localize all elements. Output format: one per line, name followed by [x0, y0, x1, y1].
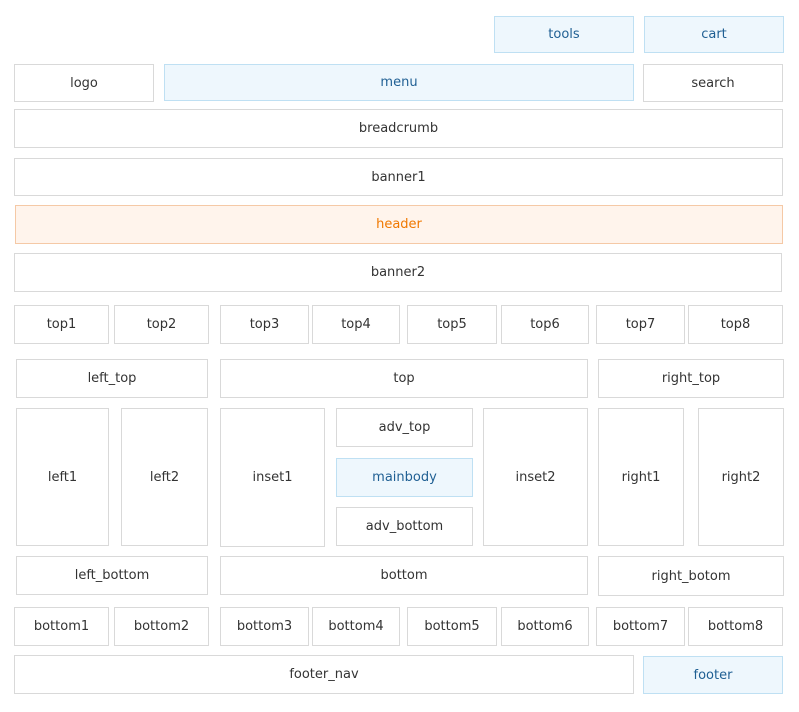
- position-label: right_top: [661, 371, 721, 386]
- position-label: breadcrumb: [358, 121, 439, 136]
- position-right1: right1: [598, 408, 684, 546]
- position-label: banner2: [370, 265, 426, 280]
- position-label: bottom5: [424, 619, 480, 634]
- position-label: bottom6: [517, 619, 573, 634]
- position-left-top: left_top: [16, 359, 208, 398]
- position-search: search: [643, 64, 783, 102]
- position-bottom6: bottom6: [501, 607, 589, 646]
- position-label: adv_bottom: [365, 519, 444, 534]
- position-inset1: inset1: [220, 408, 325, 547]
- position-tools: tools: [494, 16, 634, 53]
- position-label: bottom4: [328, 619, 384, 634]
- position-label: header: [376, 217, 422, 232]
- position-top8: top8: [688, 305, 783, 344]
- position-bottom3: bottom3: [220, 607, 309, 646]
- position-label: top: [393, 371, 415, 386]
- position-label: right2: [721, 469, 761, 485]
- position-cart: cart: [644, 16, 784, 53]
- position-label: left_top: [87, 371, 137, 386]
- position-label: top5: [437, 317, 467, 332]
- position-bottom4: bottom4: [312, 607, 400, 646]
- position-top1: top1: [14, 305, 109, 344]
- position-label: top8: [720, 317, 751, 332]
- position-label: menu: [380, 75, 418, 90]
- position-top7: top7: [596, 305, 685, 344]
- position-label: bottom8: [707, 619, 764, 634]
- position-left-bottom: left_bottom: [16, 556, 208, 595]
- position-top: top: [220, 359, 588, 398]
- position-label: footer: [693, 667, 733, 683]
- position-label: search: [691, 75, 735, 91]
- position-footer: footer: [643, 656, 783, 694]
- position-banner1: banner1: [14, 158, 783, 196]
- position-label: top6: [530, 317, 560, 332]
- position-label: footer_nav: [289, 667, 359, 682]
- position-top5: top5: [407, 305, 497, 344]
- position-header: header: [15, 205, 783, 244]
- position-top3: top3: [220, 305, 309, 344]
- position-inset2: inset2: [483, 408, 588, 546]
- position-top2: top2: [114, 305, 209, 344]
- position-label: top4: [341, 317, 371, 332]
- position-bottom1: bottom1: [14, 607, 109, 646]
- position-top4: top4: [312, 305, 400, 344]
- position-label: left_bottom: [74, 568, 150, 583]
- position-label: inset2: [515, 469, 556, 485]
- position-label: top1: [46, 317, 77, 332]
- position-right2: right2: [698, 408, 784, 546]
- position-label: left1: [47, 469, 78, 485]
- position-menu: menu: [164, 64, 634, 101]
- position-bottom7: bottom7: [596, 607, 685, 646]
- position-logo: logo: [14, 64, 154, 102]
- position-mainbody: mainbody: [336, 458, 473, 497]
- position-right-bottom: right_botom: [598, 556, 784, 596]
- position-label: bottom2: [133, 619, 190, 634]
- position-label: banner1: [371, 169, 426, 185]
- position-left1: left1: [16, 408, 109, 546]
- position-label: top7: [625, 317, 656, 332]
- position-bottom: bottom: [220, 556, 588, 595]
- position-label: bottom3: [236, 619, 293, 634]
- position-label: right_botom: [651, 568, 731, 584]
- position-bottom2: bottom2: [114, 607, 209, 646]
- position-label: tools: [548, 27, 580, 42]
- position-footer-nav: footer_nav: [14, 655, 634, 694]
- position-label: inset1: [252, 470, 293, 485]
- position-bottom5: bottom5: [407, 607, 497, 646]
- position-label: left2: [149, 469, 180, 485]
- position-label: bottom: [380, 568, 428, 583]
- position-adv-bottom: adv_bottom: [336, 507, 473, 546]
- position-adv-top: adv_top: [336, 408, 473, 447]
- position-right-top: right_top: [598, 359, 784, 398]
- position-label: bottom7: [612, 619, 669, 634]
- position-label: adv_top: [378, 420, 431, 435]
- position-label: cart: [701, 27, 727, 42]
- position-left2: left2: [121, 408, 208, 546]
- position-banner2: banner2: [14, 253, 782, 292]
- position-bottom8: bottom8: [688, 607, 783, 646]
- position-label: bottom1: [33, 619, 90, 634]
- position-breadcrumb: breadcrumb: [14, 109, 783, 148]
- position-label: top3: [249, 317, 280, 332]
- position-label: top2: [146, 317, 177, 332]
- position-label: mainbody: [372, 470, 437, 485]
- position-label: right1: [621, 469, 661, 485]
- position-top6: top6: [501, 305, 589, 344]
- position-label: logo: [70, 75, 98, 91]
